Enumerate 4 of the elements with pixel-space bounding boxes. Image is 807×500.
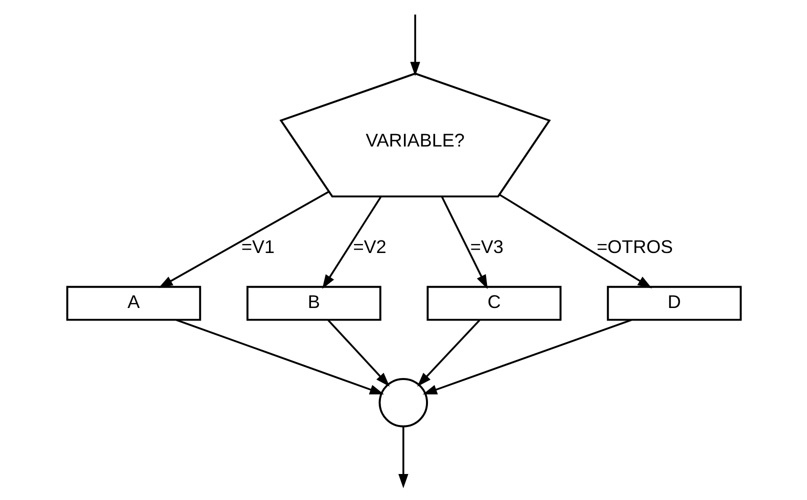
edge-label: =OTROS (596, 236, 672, 257)
edge-label: =V1 (240, 236, 274, 257)
edge-label: =V2 (352, 236, 386, 257)
edge-label: =V3 (470, 236, 503, 257)
